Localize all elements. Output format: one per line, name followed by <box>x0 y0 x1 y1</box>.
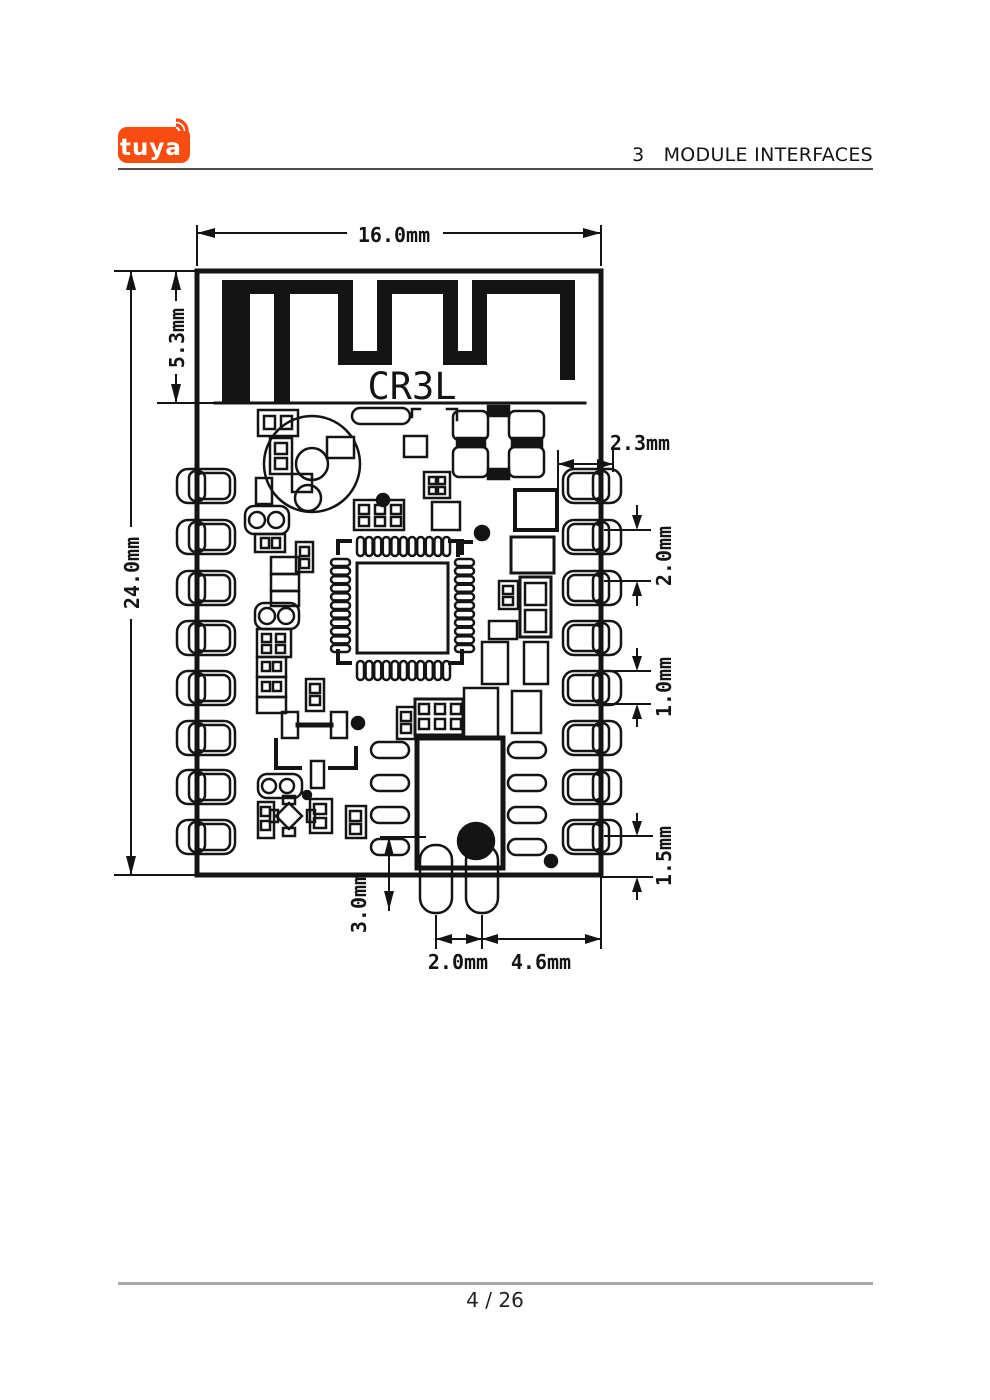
dim-pad-width-label: 2.3mm <box>610 431 670 455</box>
section-heading: 3 MODULE INTERFACES <box>632 144 873 166</box>
section-number: 3 <box>632 144 645 166</box>
connector-body <box>414 735 506 871</box>
castellated-pad <box>561 619 623 657</box>
dim-pad-pitch-label: 2.0mm <box>652 526 676 586</box>
dim-pin-pitch-and-edge: 2.0mm 4.6mm <box>428 877 602 974</box>
footer-rule <box>118 1282 873 1285</box>
castellated-pad <box>175 669 237 707</box>
dim-board-width: 16.0mm <box>196 219 602 266</box>
castellated-pad <box>175 619 237 657</box>
bottom-connector <box>369 735 559 915</box>
logo-background <box>118 127 190 163</box>
pin1-marker <box>456 821 496 861</box>
header-rule <box>118 168 873 170</box>
tuya-logo: tuya <box>118 116 191 163</box>
dim-pad-height: 1.0mm <box>604 648 676 727</box>
antenna-meander <box>222 280 575 403</box>
castellated-pad <box>561 518 623 556</box>
castellated-pad <box>175 518 237 556</box>
page-number: 4 / 26 <box>466 1288 524 1312</box>
component-silkscreen <box>243 404 559 840</box>
dim-pin-length: 3.0mm <box>347 836 426 933</box>
qfn-body <box>355 561 450 655</box>
castellated-pad <box>561 768 623 806</box>
dim-pad-pitch: 2.0mm <box>604 505 676 606</box>
qfn-chip <box>329 535 476 682</box>
castellated-pad <box>561 467 623 505</box>
connector-pin <box>418 843 454 915</box>
castellated-pad <box>175 768 237 806</box>
dim-bottom-pad-offset: 1.5mm <box>600 813 676 900</box>
edge-pads-left <box>175 467 237 856</box>
section-title: MODULE INTERFACES <box>663 144 873 166</box>
wifi-arc-icon <box>175 116 191 132</box>
board-outline <box>194 268 604 878</box>
dim-bottom-pad-offset-label: 1.5mm <box>652 826 676 886</box>
module-label: CR3L <box>367 365 456 408</box>
castellated-pad <box>561 719 623 757</box>
logo-wordmark: tuya <box>120 135 182 161</box>
castellated-pad <box>175 719 237 757</box>
castellated-pad <box>175 569 237 607</box>
castellated-pad <box>561 569 623 607</box>
castellated-pad <box>175 467 237 505</box>
qfn-pins <box>329 535 476 682</box>
dimension-annotations: 16.0mm 5.3mm 24.0mm <box>114 219 676 974</box>
dim-pad-height-label: 1.0mm <box>652 657 676 717</box>
dim-pin-length-label: 3.0mm <box>347 873 371 933</box>
dim-board-height-label: 24.0mm <box>120 537 144 609</box>
dim-pin-to-edge-label: 4.6mm <box>511 950 571 974</box>
dim-pin-pitch-label: 2.0mm <box>428 950 488 974</box>
dim-antenna-height: 5.3mm <box>157 270 215 404</box>
dim-board-height: 24.0mm <box>114 270 198 876</box>
dim-antenna-height-label: 5.3mm <box>165 308 189 368</box>
castellated-pad <box>561 669 623 707</box>
qfn-corner-marks <box>336 539 464 665</box>
dim-board-width-label: 16.0mm <box>358 223 430 247</box>
dim-pad-width: 2.3mm <box>557 431 670 493</box>
edge-pads-right <box>561 467 623 856</box>
castellated-pad <box>175 818 237 856</box>
